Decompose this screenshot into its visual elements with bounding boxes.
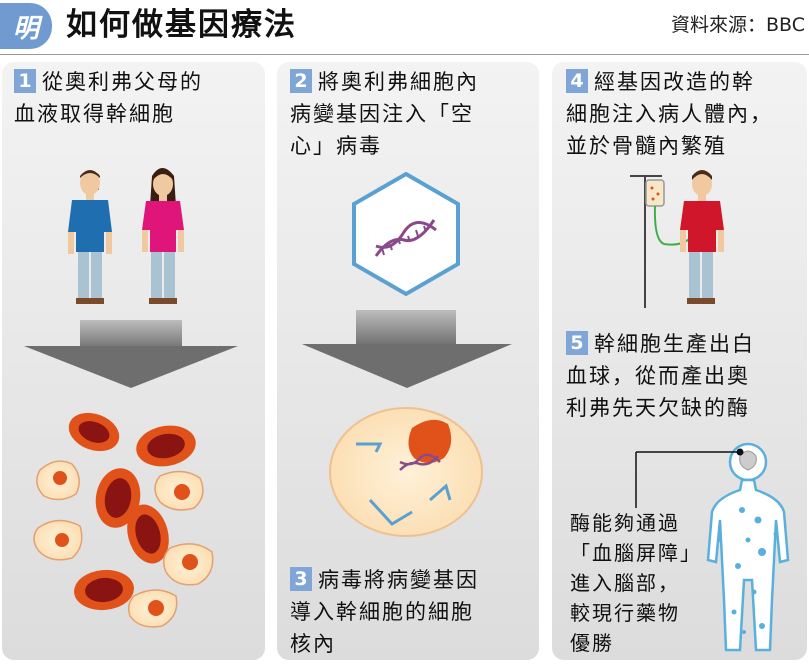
- father-figure-icon: [68, 170, 112, 304]
- step-1-number: 1: [14, 69, 36, 93]
- step-2-number: 2: [290, 69, 312, 93]
- step-5-number: 5: [566, 331, 588, 355]
- step-3-text: 病毒將病變基因 導入幹細胞的細胞 核內: [290, 568, 479, 656]
- brain-barrier-note: 酶能夠通過 「血腦屏障」 進入腦部， 較現行藥物 優勝: [570, 511, 702, 655]
- page-title: 如何做基因療法: [66, 7, 297, 43]
- mother-shirt: [142, 201, 184, 252]
- step-4-number: 4: [566, 69, 588, 93]
- arrow-down-icon: [24, 320, 238, 388]
- father-shirt: [68, 200, 112, 252]
- source-credit: 資料來源：BBC: [670, 14, 805, 36]
- step-1-text: 從奧利弗父母的 血液取得幹細胞: [14, 70, 203, 126]
- step-5-text: 幹細胞生產出白 血球，從而產出奧 利弗先天欠缺的酶: [566, 332, 755, 420]
- header-divider: [0, 54, 809, 55]
- logo-icon: 明: [0, 3, 52, 49]
- step-4-text: 經基因改造的幹 細胞注入病人體內， 並於骨髓內繁殖: [566, 70, 773, 158]
- mother-figure-icon: [142, 168, 184, 304]
- header: 明 如何做基因療法 資料來源：BBC: [0, 0, 809, 55]
- step-3-number: 3: [290, 567, 312, 591]
- step-2-text: 將奧利弗細胞內 病變基因注入「空 心」病毒: [290, 70, 479, 158]
- blood-cells-icon: [33, 412, 214, 628]
